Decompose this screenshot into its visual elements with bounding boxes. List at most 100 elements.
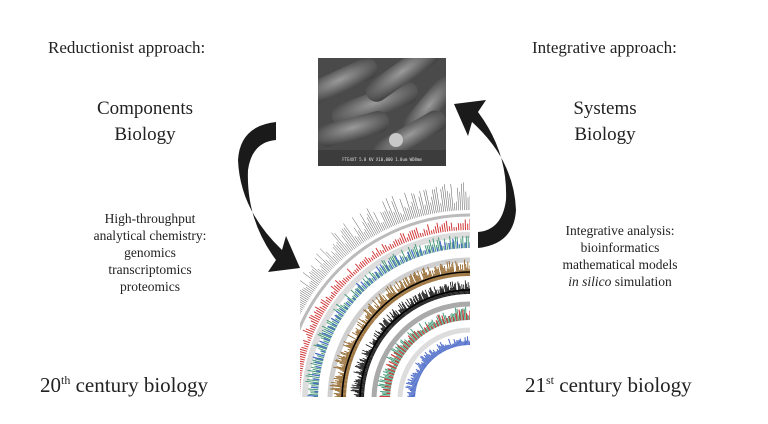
genome-tick — [341, 359, 352, 364]
genome-tick — [384, 375, 394, 380]
genome-tick — [428, 322, 433, 330]
genome-tick — [388, 257, 395, 269]
genome-tick — [300, 301, 306, 306]
genome-tick — [382, 201, 394, 227]
right-century-label: 21st century biology — [525, 373, 692, 398]
genome-tick — [312, 359, 323, 364]
genome-tick — [435, 351, 439, 356]
genome-tick — [447, 315, 451, 323]
genome-tick — [443, 246, 445, 251]
genome-tick — [384, 385, 392, 388]
genome-tick — [440, 189, 445, 212]
genome-tick — [300, 372, 303, 374]
genome-tick — [320, 301, 329, 308]
genome-tick — [431, 196, 435, 214]
genome-tick — [319, 306, 326, 311]
genome-tick — [438, 349, 442, 354]
genome-tick — [265, 324, 292, 334]
genome-tick — [313, 344, 327, 350]
genome-tick — [397, 345, 407, 353]
genome-tick — [405, 256, 409, 262]
genome-tick — [340, 357, 353, 362]
genome-tick — [439, 265, 444, 280]
century-number: 21 — [525, 373, 546, 397]
genome-tick — [275, 334, 290, 339]
genome-tick — [336, 316, 341, 321]
genome-tick — [375, 247, 381, 256]
genome-tick — [300, 294, 309, 301]
genome-tick — [410, 381, 418, 385]
genome-tick — [404, 192, 413, 219]
genome-tick — [444, 345, 448, 351]
genome-tick — [340, 230, 355, 250]
genome-tick — [412, 274, 420, 288]
genome-tick — [444, 184, 448, 212]
genome-tick — [407, 331, 417, 342]
genome-tick — [424, 357, 431, 363]
genome-tick — [381, 222, 386, 231]
genome-tick — [428, 244, 432, 254]
genome-tick — [382, 265, 388, 273]
genome-tick — [269, 347, 286, 352]
genome-tick — [316, 370, 321, 373]
genome-tick — [310, 320, 319, 325]
genome-tick — [263, 390, 280, 391]
genome-tick — [401, 301, 410, 314]
left-heading: Reductionist approach: — [48, 38, 206, 57]
genome-tick — [409, 305, 414, 311]
genome-tick — [356, 323, 368, 332]
genome-tick — [333, 285, 341, 291]
genome-tick — [388, 264, 392, 271]
genome-tick — [424, 204, 428, 215]
genome-tick — [364, 275, 373, 285]
genome-tick — [379, 250, 383, 255]
genome-tick — [348, 342, 359, 348]
genome-tick — [267, 336, 289, 343]
genome-tick — [418, 196, 424, 216]
genome-tick — [424, 250, 427, 255]
list-item: High-throughput — [104, 211, 196, 226]
genome-tick — [368, 309, 378, 318]
list-item: in silico simulation — [530, 273, 710, 290]
genome-tick — [308, 388, 319, 391]
genome-tick — [257, 370, 282, 373]
genome-tick — [272, 320, 294, 329]
genome-tick — [388, 360, 398, 367]
genome-tick — [458, 309, 461, 321]
genome-tick — [308, 316, 320, 323]
genome-tick — [426, 230, 429, 236]
genome-tick — [321, 329, 333, 336]
genome-tick — [323, 340, 330, 344]
genome-tick — [331, 381, 348, 385]
genome-tick — [448, 338, 453, 349]
genome-tick — [450, 266, 453, 278]
genome-tick — [375, 221, 382, 232]
genome-tick — [399, 198, 408, 221]
genome-tick — [428, 353, 434, 360]
genome-tick — [321, 332, 332, 338]
genome-tick — [438, 314, 444, 325]
genome-tick — [318, 332, 332, 339]
genome-tick — [407, 391, 416, 394]
genome-tick — [404, 301, 412, 312]
genome-tick — [327, 325, 336, 331]
genome-tick — [382, 249, 385, 254]
genome-tick — [391, 196, 403, 223]
genome-tick — [310, 386, 319, 389]
genome-tick — [358, 318, 371, 328]
genome-tick — [454, 236, 457, 249]
genome-tick — [434, 226, 438, 234]
genome-tick — [429, 287, 436, 301]
genome-tick — [381, 386, 391, 390]
genome-tick — [335, 314, 342, 320]
genome-tick — [410, 205, 415, 219]
genome-tick — [416, 274, 422, 287]
genome-tick — [439, 341, 446, 352]
genome-tick — [390, 367, 396, 371]
genome-tick — [416, 251, 420, 258]
genome-tick — [442, 286, 446, 298]
genome-tick — [341, 235, 354, 251]
genome-tick — [440, 203, 443, 213]
genome-tick — [446, 191, 450, 212]
genome-tick — [428, 350, 436, 359]
